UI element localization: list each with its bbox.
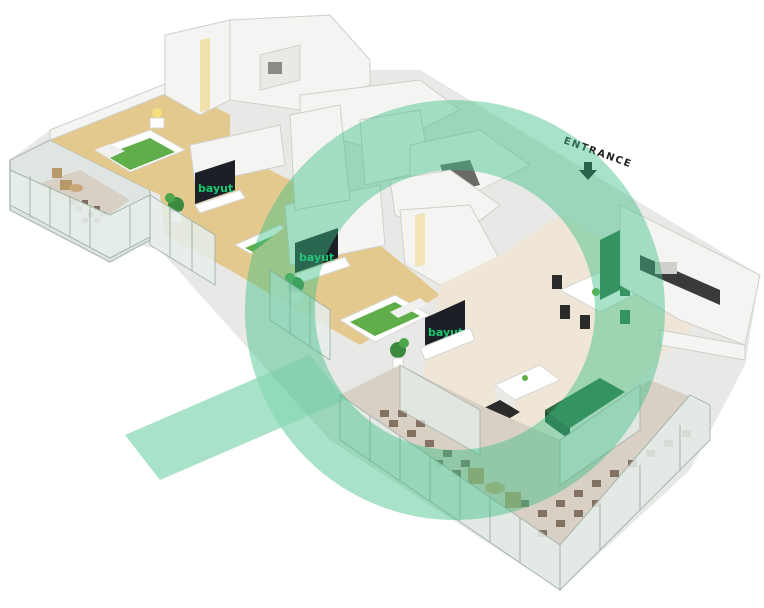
balcony-chairs-icon	[468, 468, 521, 508]
left-balcony-chairs	[52, 168, 83, 192]
tv-brand-label-1: bayut	[198, 182, 233, 195]
left-balcony-glass-railing	[9, 160, 151, 259]
watermark-logo	[125, 100, 665, 520]
main-balcony-glass-railing	[339, 394, 711, 592]
bedroom-3-glass-railing	[269, 269, 331, 361]
plant-icon	[390, 338, 409, 369]
living-glass-wall	[399, 364, 641, 486]
tv-brand-label-2: bayut	[299, 251, 334, 264]
bedroom-1	[49, 19, 231, 195]
bathrooms-corridor	[229, 14, 531, 286]
left-balcony	[9, 139, 151, 263]
bed-icon	[93, 129, 187, 173]
sofa-icon	[480, 378, 625, 440]
tv-icon: bayut	[194, 160, 246, 214]
tv-icon: bayut	[294, 228, 351, 284]
kitchen	[600, 204, 761, 361]
entrance-arrow-icon	[579, 162, 597, 180]
tv-icon: bayut	[419, 300, 476, 361]
bedside-lamp-icon	[149, 108, 165, 129]
bedroom-2-glass-railing	[149, 194, 216, 286]
bed-icon	[338, 294, 432, 343]
coffee-table-icon	[494, 364, 561, 412]
wardrobe-closet	[164, 19, 231, 116]
main-balcony	[339, 364, 711, 592]
